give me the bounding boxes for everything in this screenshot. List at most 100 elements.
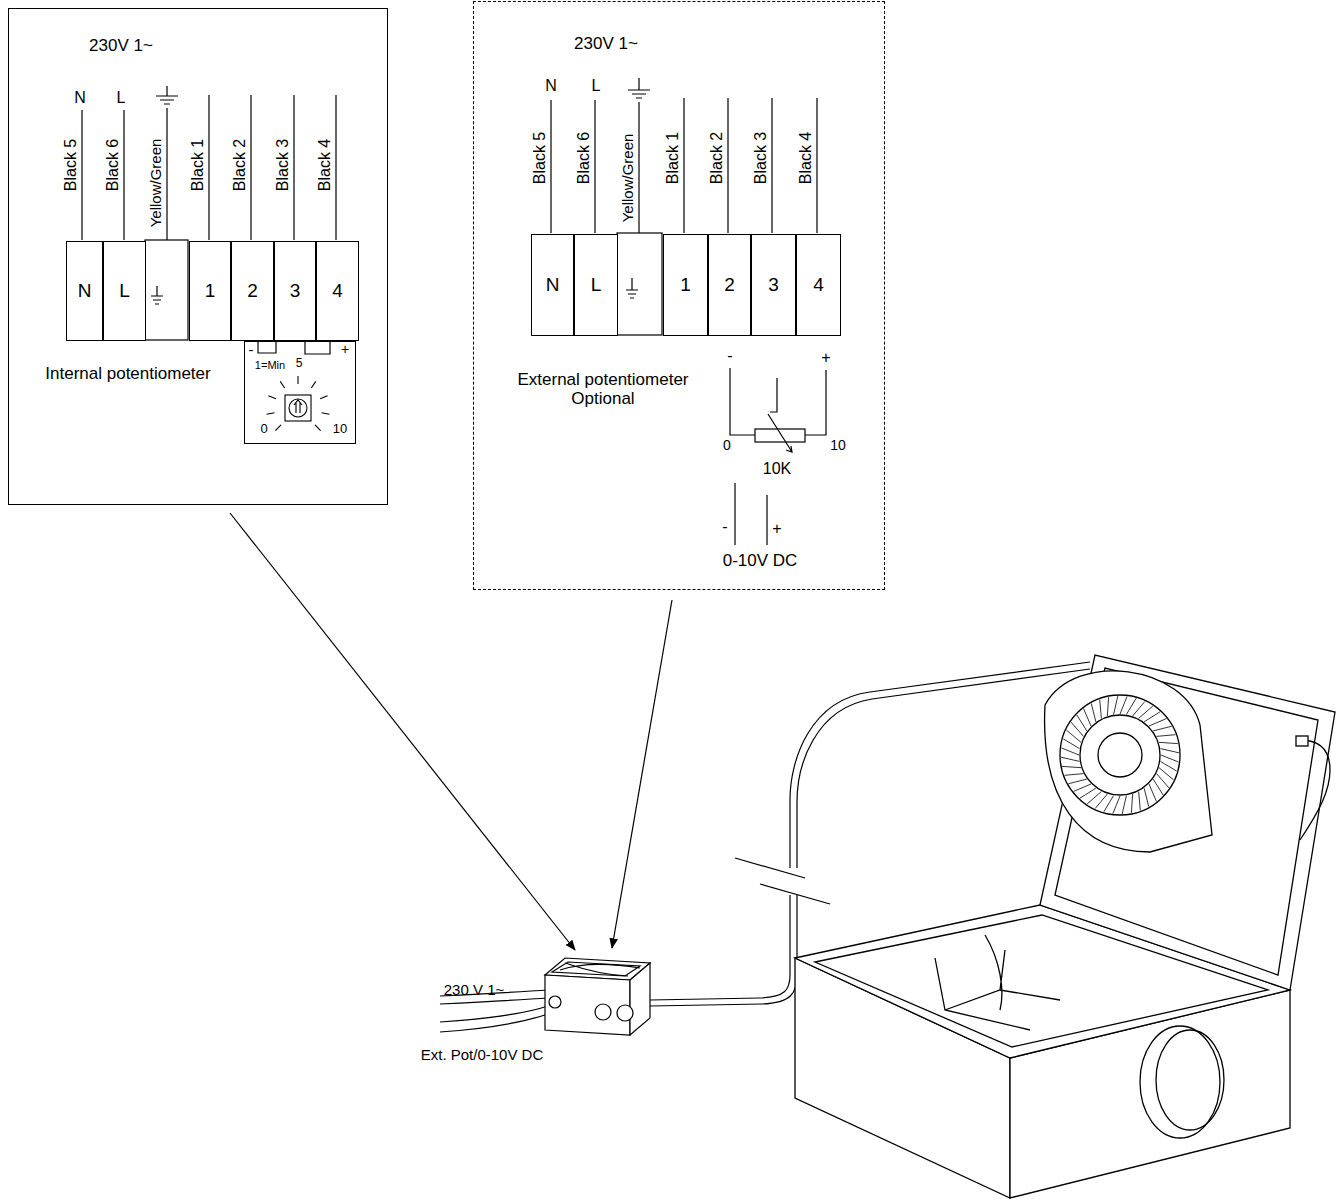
- internal-dial: [289, 399, 307, 417]
- text-label: +: [341, 342, 349, 357]
- left-wires: [166, 108, 167, 240]
- terminal-number: 4: [813, 275, 824, 296]
- terminal-number: N: [78, 281, 92, 302]
- terminal-number: N: [546, 275, 560, 296]
- text-label: 0-10V DC: [723, 552, 798, 571]
- dial-tick: [320, 396, 327, 399]
- dial-tick: [268, 396, 275, 399]
- left-wires: [151, 286, 163, 304]
- wire-label: Black 5: [531, 132, 549, 184]
- text-label: 230 V 1~: [444, 982, 504, 999]
- fan-box: [795, 655, 1335, 1198]
- fan-blade: [1149, 784, 1156, 801]
- left-wires: [293, 95, 294, 240]
- text-label: +: [772, 520, 781, 538]
- text-label: 10: [830, 438, 846, 453]
- fan-blade: [1159, 768, 1174, 780]
- text-label: L: [592, 77, 601, 95]
- external-potentiometer: [766, 495, 767, 545]
- fan-box: [935, 935, 1060, 1030]
- terminal: 2: [708, 234, 751, 336]
- terminal: 3: [751, 234, 796, 336]
- fan-blade: [1068, 779, 1086, 784]
- terminal: 2: [231, 241, 274, 341]
- scale-label: 10: [333, 422, 347, 436]
- text-label: -: [722, 518, 727, 536]
- supply-label: 230V 1~: [574, 35, 638, 54]
- wire-label: Black 2: [708, 132, 726, 184]
- fan-blade: [1126, 698, 1136, 714]
- text-label: Ext. Pot/0-10V DC: [421, 1047, 544, 1064]
- fan-blade: [1159, 742, 1178, 743]
- scale-label: 5: [296, 357, 303, 370]
- fan-blade: [1061, 757, 1079, 761]
- fan-blade: [1157, 735, 1176, 737]
- terminal-number: 1: [680, 275, 691, 296]
- fan-box: [1060, 695, 1180, 815]
- internal-dial: [267, 376, 330, 431]
- text-label: +: [821, 349, 830, 367]
- external-potentiometer: [730, 368, 755, 435]
- fan-blade: [1139, 792, 1141, 811]
- dial-tick: [275, 425, 281, 431]
- wire-label: Black 3: [752, 132, 770, 184]
- dial-tick: [280, 381, 284, 388]
- fan-blade: [1160, 749, 1178, 753]
- fan-blade: [1066, 730, 1081, 742]
- fan-box: [1045, 671, 1212, 852]
- wiring-panel: 230V 1~ N L 1234: [473, 1, 885, 590]
- fan-blade: [1077, 715, 1087, 731]
- fan-blade: [1071, 722, 1083, 736]
- fan-blade: [1160, 761, 1176, 771]
- junction-box: [440, 1006, 548, 1022]
- dial-tick: [297, 376, 298, 384]
- junction-box: [549, 996, 561, 1008]
- fan-box: [1098, 733, 1142, 777]
- fan-blade: [1074, 784, 1091, 791]
- dial-tick: [311, 381, 315, 388]
- fan-blade: [1091, 703, 1096, 721]
- internal-dial: [267, 376, 330, 431]
- right-wires: [771, 98, 772, 233]
- left-wires: [208, 95, 209, 240]
- junction-box: [560, 963, 640, 976]
- terminal-number: 2: [247, 281, 258, 302]
- external-potentiometer: [770, 378, 777, 412]
- terminal-number: 3: [290, 281, 301, 302]
- right-wires: [551, 78, 817, 335]
- junction-box: [440, 958, 650, 1035]
- fan-blade: [1157, 774, 1169, 788]
- right-wires: [550, 100, 551, 233]
- leader-arrows: [230, 513, 575, 950]
- internal-dial: [285, 395, 311, 421]
- fan-blade: [1062, 766, 1081, 767]
- junction-box: [552, 962, 640, 976]
- left-wires: [335, 95, 336, 240]
- junction-box: [440, 998, 548, 1004]
- fan-blade: [1080, 788, 1096, 798]
- terminal: 1: [189, 241, 231, 341]
- fan-blade: [1120, 696, 1127, 714]
- junction-box: [440, 1014, 548, 1032]
- cable: [650, 895, 797, 1006]
- left-wires: [305, 340, 330, 354]
- junction-box: [595, 1004, 611, 1020]
- right-wires: [617, 233, 662, 335]
- right-wires: [727, 98, 728, 233]
- fan-blade: [1087, 792, 1101, 804]
- junction-box: [617, 1005, 633, 1021]
- left-wires: [250, 95, 251, 240]
- scale-label: 1=Min: [255, 359, 285, 371]
- dial-tick: [322, 413, 330, 415]
- fan-blade: [1095, 794, 1107, 809]
- fan-box: [1140, 1026, 1220, 1138]
- fan-blade: [1100, 700, 1102, 719]
- fan-box: [1156, 1030, 1224, 1130]
- left-wires: [156, 86, 178, 104]
- terminal: 4: [316, 241, 359, 341]
- fan-blade: [1144, 788, 1149, 806]
- terminal-number: 1: [205, 281, 216, 302]
- fan-blade: [1133, 701, 1145, 716]
- fan-blade: [1161, 755, 1179, 762]
- text-label: N: [74, 89, 86, 107]
